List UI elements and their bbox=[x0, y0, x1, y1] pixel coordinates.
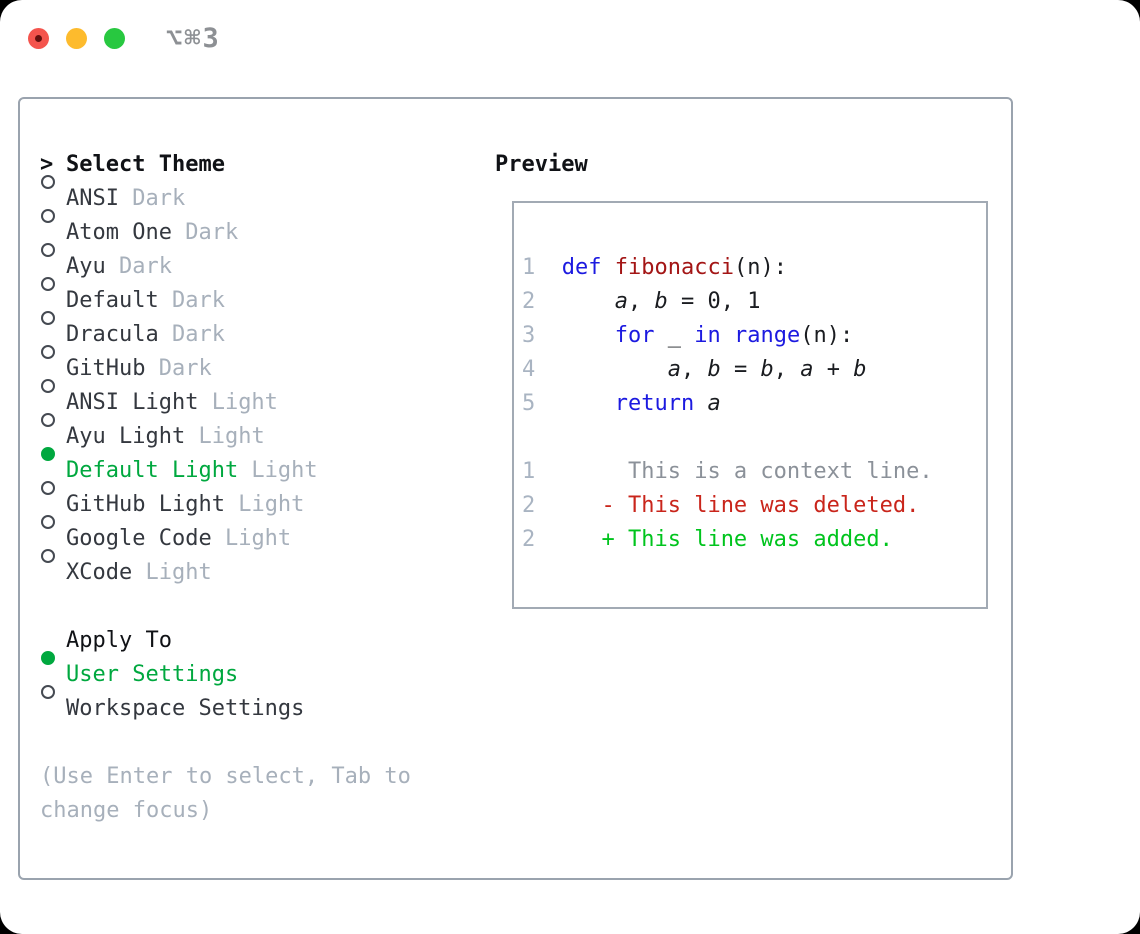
code-line: 5 return a bbox=[522, 391, 721, 416]
code-line: 2 a, b = 0, 1 bbox=[522, 289, 761, 314]
code-line: 3 for _ in range(n): bbox=[522, 323, 854, 348]
theme-name: GitHub bbox=[66, 356, 146, 381]
theme-option-row[interactable]: GitHub Light Light bbox=[40, 481, 411, 522]
theme-variant: Dark bbox=[145, 356, 212, 381]
close-button[interactable] bbox=[28, 27, 49, 49]
code-line bbox=[522, 421, 986, 455]
cursor-icon: > bbox=[40, 152, 54, 177]
code-line: 4 a, b = b, a + b bbox=[522, 357, 867, 382]
preview-header: Preview bbox=[495, 148, 588, 182]
theme-variant: Light bbox=[198, 390, 278, 415]
theme-name: Default Light bbox=[66, 458, 239, 483]
theme-variant: Dark bbox=[158, 322, 225, 347]
theme-option-row[interactable]: Ayu Dark bbox=[40, 243, 411, 284]
preview-title: Preview bbox=[495, 152, 588, 177]
theme-option-row[interactable]: Default Dark bbox=[40, 277, 411, 318]
window-shortcut-label: ⌥⌘3 bbox=[166, 22, 221, 54]
theme-name: Ayu Light bbox=[66, 424, 186, 449]
theme-name: ANSI Light bbox=[66, 390, 199, 415]
theme-name: Dracula bbox=[66, 322, 159, 347]
theme-variant: Light bbox=[238, 458, 318, 483]
theme-variant: Light bbox=[185, 424, 265, 449]
zoom-button[interactable] bbox=[104, 27, 125, 49]
theme-variant: Dark bbox=[171, 220, 239, 245]
apply-option-row[interactable]: Workspace Settings bbox=[40, 685, 411, 726]
select-theme-header: > Select Theme bbox=[40, 148, 411, 182]
preview-box: 1 def fibonacci(n): 2 a, b = 0, 1 3 for _ … bbox=[512, 201, 988, 609]
theme-name: Ayu bbox=[66, 254, 106, 279]
apply-to-header: Apply To bbox=[40, 624, 411, 658]
theme-option-row[interactable]: XCode Light bbox=[40, 549, 411, 590]
theme-variant: Light bbox=[224, 492, 305, 517]
minimize-button[interactable] bbox=[66, 27, 87, 49]
theme-option-row[interactable]: Ayu Light Light bbox=[40, 413, 411, 454]
apply-to-title: Apply To bbox=[66, 628, 172, 653]
code-line: 2 - This line was deleted. bbox=[522, 493, 920, 518]
theme-variant: Light bbox=[211, 526, 292, 551]
theme-name: Default bbox=[66, 288, 159, 313]
theme-name: ANSI bbox=[66, 186, 119, 211]
theme-variant: Light bbox=[132, 560, 212, 585]
apply-option-label: Workspace Settings bbox=[66, 696, 305, 721]
theme-variant: Dark bbox=[105, 254, 172, 279]
theme-name: Atom One bbox=[66, 220, 172, 245]
titlebar: ⌥⌘3 bbox=[0, 0, 1140, 76]
theme-option-row[interactable]: Default Light Light bbox=[40, 447, 411, 488]
code-line: 1 This is a context line. bbox=[522, 459, 933, 484]
theme-option-row[interactable]: Atom One Dark bbox=[40, 209, 411, 250]
apply-option-label: User Settings bbox=[66, 662, 239, 687]
theme-name: XCode bbox=[66, 560, 133, 585]
select-theme-title: Select Theme bbox=[66, 152, 225, 177]
theme-option-row[interactable]: ANSI Dark bbox=[40, 175, 411, 216]
theme-option-row[interactable]: Dracula Dark bbox=[40, 311, 411, 352]
theme-name: GitHub Light bbox=[66, 492, 225, 517]
preview-code: 1 def fibonacci(n): 2 a, b = 0, 1 3 for _ … bbox=[522, 251, 986, 557]
theme-variant: Dark bbox=[118, 186, 186, 211]
theme-option-row[interactable]: ANSI Light Light bbox=[40, 379, 411, 420]
help-text-line-1: (Use Enter to select, Tab to bbox=[40, 764, 411, 789]
theme-option-row[interactable]: Google Code Light bbox=[40, 515, 411, 556]
theme-name: Google Code bbox=[66, 526, 212, 551]
help-text-line-2: change focus) bbox=[40, 798, 213, 823]
code-line: 2 + This line was added. bbox=[522, 527, 893, 552]
code-line: 1 def fibonacci(n): bbox=[522, 255, 787, 280]
theme-option-row[interactable]: GitHub Dark bbox=[40, 345, 411, 386]
apply-option-row[interactable]: User Settings bbox=[40, 651, 411, 692]
theme-variant: Dark bbox=[158, 288, 225, 313]
